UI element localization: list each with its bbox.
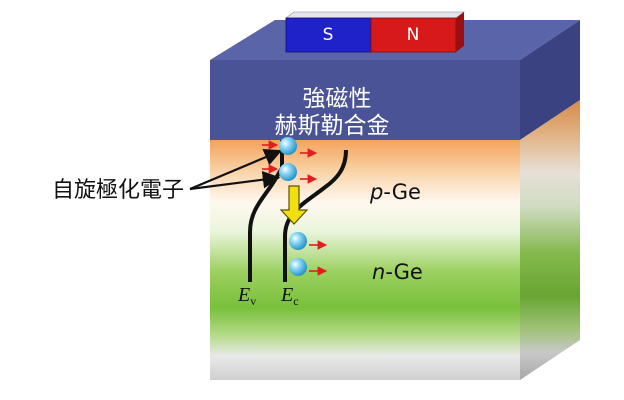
alloy-label-line1: 強磁性 bbox=[302, 86, 372, 112]
magnet-top bbox=[285, 11, 465, 19]
germanium-front-face bbox=[210, 140, 520, 380]
callout-pointer-upper bbox=[189, 149, 283, 191]
electron-ball bbox=[279, 163, 297, 181]
electron-n-upper bbox=[289, 232, 328, 250]
magnet-north-label: N bbox=[406, 25, 420, 45]
callout-pointer-lower bbox=[189, 170, 281, 191]
valence-band-subscript: v bbox=[250, 294, 257, 308]
electron-n-lower bbox=[289, 258, 328, 276]
magnet bbox=[285, 11, 465, 53]
conduction-band-label: Ec bbox=[281, 284, 299, 309]
magnet-north-pole bbox=[370, 17, 457, 53]
valence-band-label: Ev bbox=[238, 284, 256, 309]
magnet-south-pole bbox=[285, 17, 372, 53]
magnet-side bbox=[456, 12, 464, 52]
electron-ball bbox=[289, 258, 307, 276]
n-ge-label: n-Ge bbox=[372, 260, 423, 284]
magnet-south-label: S bbox=[322, 25, 334, 45]
p-ge-label: p-Ge bbox=[370, 180, 421, 204]
electron-ball bbox=[279, 137, 297, 155]
p-ge-suffix: -Ge bbox=[383, 180, 421, 204]
alloy-label-line2: 赫斯勒合金 bbox=[274, 113, 390, 139]
n-ge-prefix: n bbox=[372, 260, 386, 284]
electron-ball bbox=[289, 232, 307, 250]
spin-polarized-electron-label: 自旋極化電子 bbox=[52, 178, 185, 203]
transfer-arrow bbox=[279, 185, 309, 225]
electron-upper bbox=[262, 137, 318, 158]
valence-band-symbol: E bbox=[238, 284, 251, 306]
conduction-band-subscript: c bbox=[293, 294, 299, 308]
electron-lower bbox=[262, 163, 318, 184]
alloy-front-face bbox=[210, 60, 520, 140]
germanium-side-face bbox=[520, 100, 580, 380]
n-ge-suffix: -Ge bbox=[385, 260, 423, 284]
conduction-band-line bbox=[283, 149, 348, 282]
conduction-band-symbol: E bbox=[281, 284, 294, 306]
p-ge-prefix: p bbox=[370, 180, 384, 204]
